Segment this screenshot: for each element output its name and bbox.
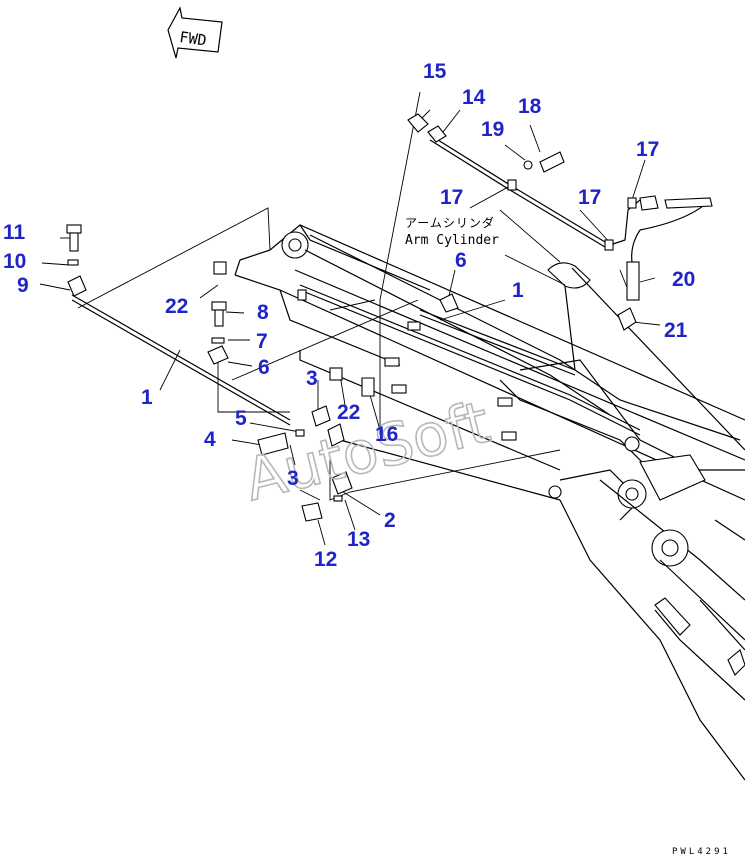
part-8-bolt-head xyxy=(211,301,227,311)
callout-6b: 6 xyxy=(258,356,270,379)
watermark: AutoSoft xyxy=(238,388,496,514)
callout-12: 12 xyxy=(314,548,337,571)
callout-15: 15 xyxy=(423,60,447,83)
callout-9: 9 xyxy=(17,274,29,297)
callout-1b: 1 xyxy=(141,386,153,409)
callout-18: 18 xyxy=(518,95,542,118)
mount-plate-d xyxy=(501,431,517,441)
part-10-washer xyxy=(67,259,79,266)
callout-3a: 3 xyxy=(306,367,318,390)
mount-plate-f xyxy=(297,289,307,301)
part-17-clamp-c xyxy=(627,197,637,209)
part-22-fitting-b xyxy=(329,367,343,381)
callout-17b: 17 xyxy=(440,186,463,209)
callout-13: 13 xyxy=(347,528,370,551)
drawing-code: PWL4291 xyxy=(672,847,731,857)
part-9-clamp xyxy=(67,275,87,297)
part-14-hose-end xyxy=(427,125,447,143)
arm-boom-pin-inner xyxy=(625,487,639,501)
part-3-clamp-b xyxy=(327,423,345,447)
arm-cylinder-label-jp: アームシリンダ xyxy=(405,215,495,230)
callout-19: 19 xyxy=(481,118,504,141)
part-11-bolt-shank xyxy=(69,232,79,252)
callout-1a: 1 xyxy=(512,279,524,302)
callout-22b: 22 xyxy=(337,401,360,424)
part-8-bolt-shank xyxy=(214,309,224,327)
callout-17a: 17 xyxy=(636,138,659,161)
part-12-bolt xyxy=(301,502,323,522)
callout-2: 2 xyxy=(384,509,396,532)
part-11-bolt-head xyxy=(66,224,82,234)
mount-plate-a xyxy=(384,357,400,367)
boom-fitting xyxy=(727,649,745,676)
callout-10: 10 xyxy=(3,250,26,273)
callout-11: 11 xyxy=(3,221,26,244)
callout-5: 5 xyxy=(235,407,247,430)
callout-8: 8 xyxy=(257,301,269,324)
part-4-bolt xyxy=(257,432,289,456)
boom-cylinder-pin-inner xyxy=(661,539,679,557)
part-5-washer xyxy=(295,429,305,437)
boom-cylinder-rod-end xyxy=(654,597,691,636)
callout-3b: 3 xyxy=(287,467,299,490)
callout-20: 20 xyxy=(672,268,695,291)
cylinder-bracket xyxy=(639,454,706,501)
fwd-label: FWD xyxy=(178,28,207,50)
part-20-adaptor xyxy=(626,261,640,301)
pivot-hole-small xyxy=(548,485,562,499)
pivot-hole xyxy=(624,436,640,452)
callout-16: 16 xyxy=(375,423,398,446)
part-6-clamp-b xyxy=(439,293,459,313)
part-7-washer xyxy=(211,337,225,344)
callout-6a: 6 xyxy=(455,249,467,272)
part-19-washer xyxy=(523,160,533,170)
arm-structure xyxy=(234,224,745,781)
part-16-fitting xyxy=(361,377,375,397)
part-17-clamp-a xyxy=(507,179,517,191)
callout-22a: 22 xyxy=(165,295,188,318)
arm-cylinder-head xyxy=(547,262,591,289)
part-15-fitting xyxy=(407,113,429,133)
arm-cylinder-label-en: Arm Cylinder xyxy=(405,233,499,248)
callout-7: 7 xyxy=(256,330,268,353)
part-3-clamp-a xyxy=(311,405,331,427)
fwd-arrow-icon: FWD xyxy=(167,6,223,59)
part-6-clamp-a xyxy=(207,345,229,365)
part-21-elbow xyxy=(617,307,637,331)
mount-plate-c xyxy=(497,397,513,407)
mount-plate-b xyxy=(391,384,407,394)
part-22-fitting-a xyxy=(213,261,227,275)
callout-17c: 17 xyxy=(578,186,601,209)
part-2-clamp xyxy=(331,471,353,495)
callout-14: 14 xyxy=(462,86,486,109)
part-13-washer xyxy=(333,495,343,502)
hardware xyxy=(66,113,713,522)
part-hose-fitting-top xyxy=(639,195,659,211)
part-18-bolt xyxy=(539,151,565,173)
mount-plate-e xyxy=(407,321,421,331)
part-hose-connector xyxy=(664,197,713,209)
part-17-clamp-b xyxy=(604,239,614,251)
arm-pivot-pin-inner xyxy=(288,238,302,252)
callout-4: 4 xyxy=(204,428,216,451)
callout-21: 21 xyxy=(664,319,688,342)
callout-labels: 15 14 18 19 17 17 17 11 10 9 6 1 20 22 8… xyxy=(3,60,695,571)
